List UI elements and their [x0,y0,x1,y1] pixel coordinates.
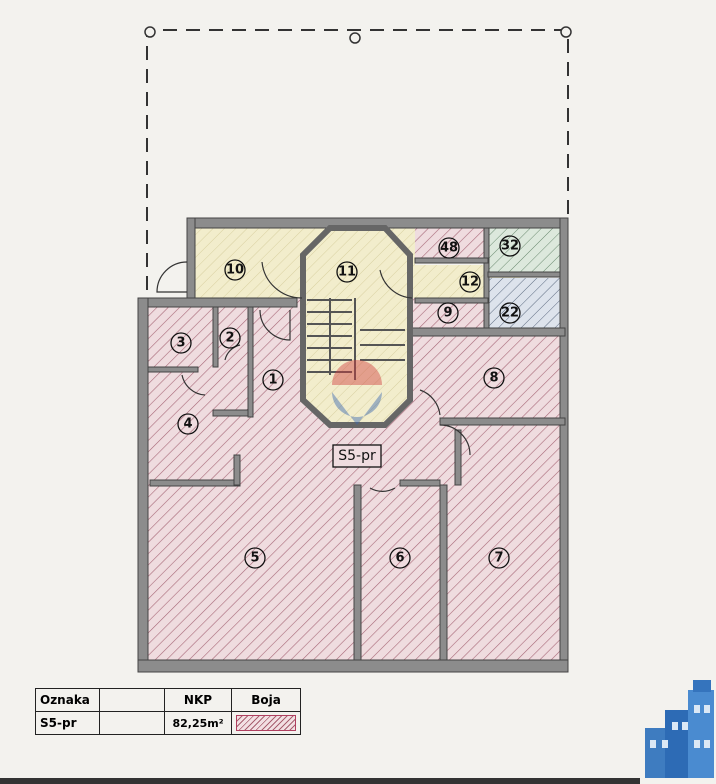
legend-table: Oznaka NKP Boja S5-pr 82,25m² [35,688,301,735]
svg-text:4: 4 [183,417,192,432]
svg-text:11: 11 [338,265,356,280]
page-edge [0,778,640,784]
watermark-logo [332,360,382,425]
room-12: 12 [459,271,481,293]
room-7: 7 [488,547,510,569]
room-5: 5 [244,547,266,569]
cell-boja [231,711,301,735]
room-22-area [488,278,560,328]
room-2: 2 [219,327,241,349]
header-empty [99,688,165,712]
svg-text:9: 9 [443,306,452,321]
stair-treads [307,298,405,380]
header-oznaka: Oznaka [35,688,100,712]
hatch-swatch [236,715,296,731]
room-6: 6 [389,547,411,569]
svg-text:6: 6 [395,551,404,566]
svg-text:10: 10 [226,263,244,278]
unit-label: S5-pr [332,444,382,468]
room-32-area [488,228,560,272]
svg-text:22: 22 [501,306,519,321]
room-8: 8 [483,367,505,389]
room-3: 3 [170,332,192,354]
svg-text:5: 5 [250,551,259,566]
svg-text:7: 7 [494,551,503,566]
svg-text:S5-pr: S5-pr [338,448,376,464]
room-32: 32 [499,235,521,257]
room-4: 4 [177,413,199,435]
room-labels: 10 11 12 48 32 22 9 3 2 1 4 8 5 6 7 [170,235,521,569]
room-48-area [415,228,488,262]
door-swings [156,261,471,492]
legend-header-row: Oznaka NKP Boja [35,688,301,712]
room-9: 9 [437,302,459,324]
room-48: 48 [438,237,460,259]
svg-text:8: 8 [489,371,498,386]
svg-text:32: 32 [501,239,519,254]
room-11: 11 [336,261,358,283]
legend-row: S5-pr 82,25m² [35,711,301,735]
city-logo-icon [645,680,714,778]
room-1: 1 [262,369,284,391]
room-22: 22 [499,302,521,324]
boundary-marker [144,26,156,38]
cell-oznaka: S5-pr [35,711,100,735]
svg-text:2: 2 [225,331,234,346]
svg-text:48: 48 [440,241,458,256]
room-10: 10 [224,259,246,281]
svg-text:3: 3 [176,336,185,351]
boundary-marker [560,26,572,38]
staircase-area [303,228,410,425]
cell-nkp: 82,25m² [164,711,232,735]
staircase-wall [300,225,413,428]
header-boja: Boja [231,688,301,712]
cell-empty [99,711,165,735]
header-nkp: NKP [164,688,232,712]
svg-text:1: 1 [268,373,277,388]
svg-text:12: 12 [461,275,479,290]
lot-boundary [146,29,569,290]
boundary-marker [349,32,361,44]
